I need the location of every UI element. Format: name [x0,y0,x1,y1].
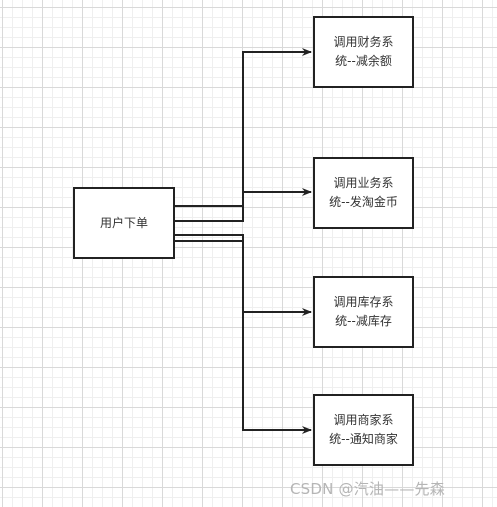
target-node-merchant-system[interactable]: 调用商家系 统--通知商家 [313,394,414,466]
target-node-label-line2: 统--发淘金币 [329,195,398,209]
target-node-label-line1: 调用商家系 [333,413,394,427]
target-node-label-line2: 统--通知商家 [329,432,398,446]
connector-merchant [175,240,312,434]
target-node-finance-system[interactable]: 调用财务系 统--减余额 [313,16,414,88]
connector-finance [175,48,312,207]
target-node-business-system[interactable]: 调用业务系 统--发淘金币 [313,157,414,229]
target-node-label-line1: 调用财务系 [333,35,394,49]
csdn-watermark: CSDN @汽油——先森 [290,480,445,498]
source-node-label: 用户下单 [99,215,148,230]
connector-business [175,188,312,222]
target-node-label-line1: 调用库存系 [333,295,394,309]
target-node-inventory-system[interactable]: 调用库存系 统--减库存 [313,276,414,348]
target-node-label-line1: 调用业务系 [333,176,394,190]
source-node-user-order[interactable]: 用户下单 [73,187,175,259]
target-node-label-line2: 统--减库存 [335,314,392,328]
target-node-label-line2: 统--减余额 [335,54,392,68]
